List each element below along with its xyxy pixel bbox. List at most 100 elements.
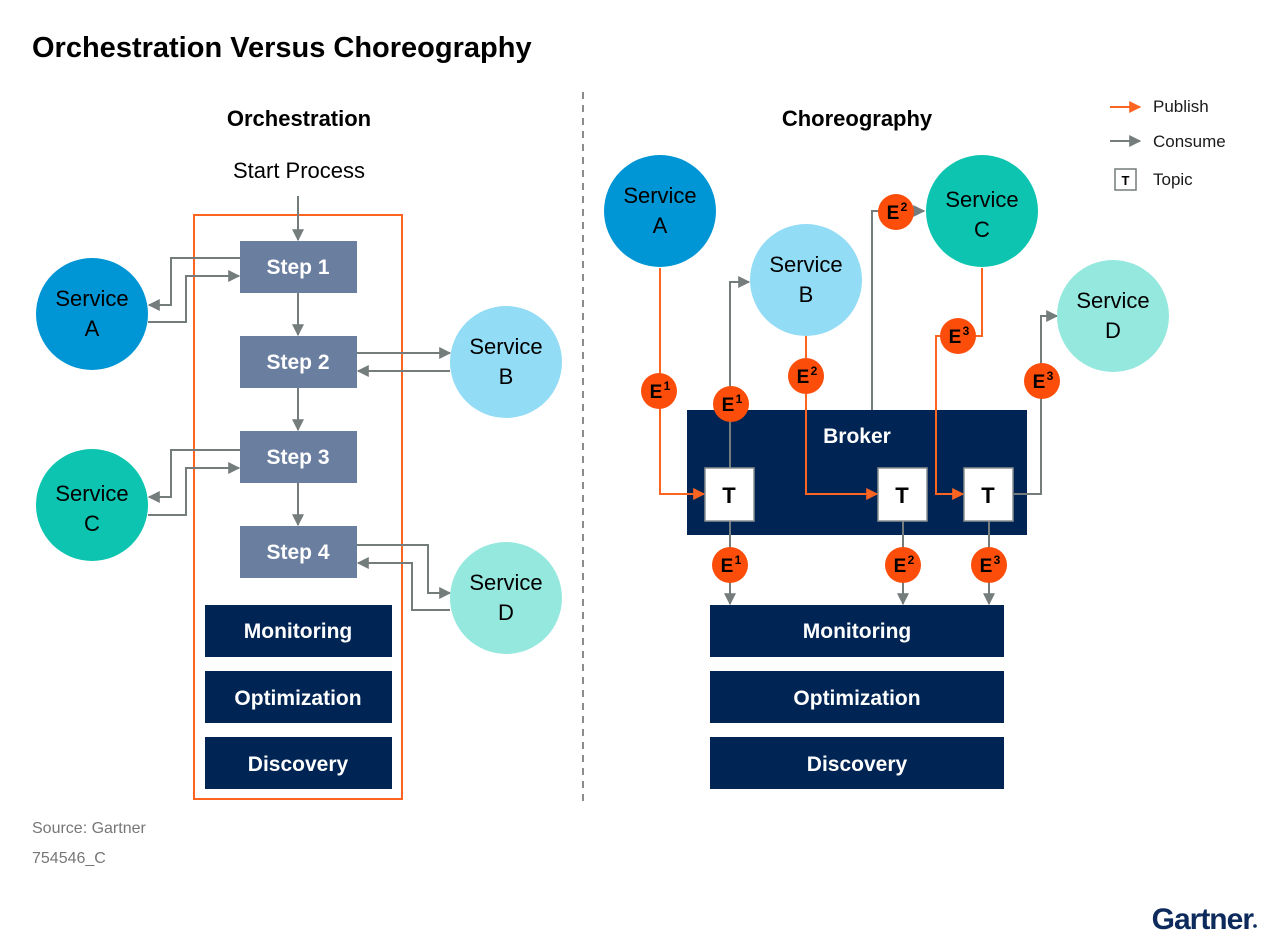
logo-registered-mark: [1253, 924, 1257, 928]
choreo-service-b[interactable]: Service B: [750, 224, 862, 336]
step3-to-service-c-arrow: [147, 449, 240, 503]
event-badge-circle: [641, 373, 677, 409]
choreo-monitoring-block[interactable]: Monitoring: [710, 605, 1004, 657]
step-3[interactable]: Step 3: [240, 431, 357, 483]
step-1[interactable]: Step 1: [240, 241, 357, 293]
orch-optimization-label: Optimization: [234, 687, 361, 710]
orch-service-c-letter: C: [84, 511, 100, 536]
event-badge-circle: [940, 318, 976, 354]
broker-label: Broker: [823, 425, 891, 448]
step-4-label: Step 4: [266, 541, 329, 564]
service-a-to-step1-arrow: [148, 270, 241, 323]
service-d-to-step4-arrow: [356, 557, 450, 611]
service-c-to-step3-arrow: [148, 462, 241, 516]
event-badge-label: E: [887, 203, 900, 224]
orch-service-b[interactable]: Service B: [450, 306, 562, 418]
choreo-discovery-label: Discovery: [807, 753, 908, 776]
service-a-publish-line: [659, 268, 706, 500]
orch-monitoring-label: Monitoring: [244, 620, 352, 643]
gartner-logo: Gartner: [1152, 903, 1255, 936]
topic-1[interactable]: T: [704, 467, 755, 522]
choreo-service-d-name: Service: [1076, 288, 1149, 313]
choreo-service-c-name: Service: [945, 187, 1018, 212]
choreo-service-b-letter: B: [799, 282, 814, 307]
event-badge-label: E: [949, 327, 962, 348]
choreo-optimization-label: Optimization: [793, 687, 920, 710]
orch-monitoring-block[interactable]: Monitoring: [205, 605, 392, 657]
choreo-optimization-block[interactable]: Optimization: [710, 671, 1004, 723]
event-badge-circle: [971, 547, 1007, 583]
event-badge-label: E: [894, 556, 907, 577]
topic-3-label: T: [981, 483, 995, 508]
orch-service-d[interactable]: Service D: [450, 542, 562, 654]
choreography-heading: Choreography: [782, 106, 933, 131]
step-2[interactable]: Step 2: [240, 336, 357, 388]
topic3-consume-service-d-line: [1014, 310, 1059, 495]
choreo-service-c[interactable]: Service C: [926, 155, 1038, 267]
choreo-service-a[interactable]: Service A: [604, 155, 716, 267]
legend-topic-glyph: T: [1122, 173, 1130, 188]
figure-id: 754546_C: [32, 850, 106, 867]
page-title: Orchestration Versus Choreography: [32, 32, 532, 64]
step-4[interactable]: Step 4: [240, 526, 357, 578]
orch-service-a-name: Service: [55, 286, 128, 311]
orch-service-d-name: Service: [469, 570, 542, 595]
orchestration-section: Orchestration Start Process Step 1 Step …: [36, 106, 562, 800]
topic-box-icon: [1114, 168, 1137, 191]
orch-optimization-block[interactable]: Optimization: [205, 671, 392, 723]
legend-topic-label: Topic: [1153, 170, 1193, 189]
event-badge-label: E: [722, 395, 735, 416]
orch-service-a-letter: A: [85, 316, 100, 341]
step-2-label: Step 2: [266, 351, 329, 374]
orch-service-b-letter: B: [499, 364, 514, 389]
event-badge-circle: [878, 194, 914, 230]
event-badge-superscript: 1: [664, 379, 671, 393]
event-badge-label: E: [721, 556, 734, 577]
event-badge-circle: [713, 386, 749, 422]
legend: Publish Consume T Topic: [1110, 97, 1226, 191]
event-badge-superscript: 1: [736, 392, 743, 406]
step-1-label: Step 1: [266, 256, 329, 279]
topic-2-label: T: [895, 483, 909, 508]
event-badge-label: E: [980, 556, 993, 577]
legend-consume-label: Consume: [1153, 132, 1226, 151]
topic-3[interactable]: T: [963, 467, 1014, 522]
choreo-discovery-block[interactable]: Discovery: [710, 737, 1004, 789]
event-badge-superscript: 1: [735, 553, 742, 567]
event-badge-label: E: [797, 367, 810, 388]
orch-service-c-name: Service: [55, 481, 128, 506]
event-badge-superscript: 3: [1047, 369, 1054, 383]
choreo-service-d[interactable]: Service D: [1057, 260, 1169, 372]
event-badge-superscript: 3: [963, 324, 970, 338]
choreo-service-a-name: Service: [623, 183, 696, 208]
orch-service-b-name: Service: [469, 334, 542, 359]
orch-service-d-letter: D: [498, 600, 514, 625]
service-c-publish-line: [935, 268, 983, 500]
orch-service-a[interactable]: Service A: [36, 258, 148, 370]
start-process-label: Start Process: [233, 158, 365, 183]
choreography-section: Choreography Broker T T: [604, 106, 1169, 789]
topic-1-label: T: [722, 483, 736, 508]
step-3-label: Step 3: [266, 446, 329, 469]
event-badge-superscript: 2: [811, 364, 818, 378]
orch-discovery-block[interactable]: Discovery: [205, 737, 392, 789]
choreo-service-c-letter: C: [974, 217, 990, 242]
event-badge-circle: [885, 547, 921, 583]
orch-service-c[interactable]: Service C: [36, 449, 148, 561]
event-badge-circle: [788, 358, 824, 394]
event-badge-superscript: 3: [994, 553, 1001, 567]
topic2-consume-service-c-line: [871, 205, 926, 410]
event-badge-circle: [712, 547, 748, 583]
topic-2[interactable]: T: [877, 467, 928, 522]
